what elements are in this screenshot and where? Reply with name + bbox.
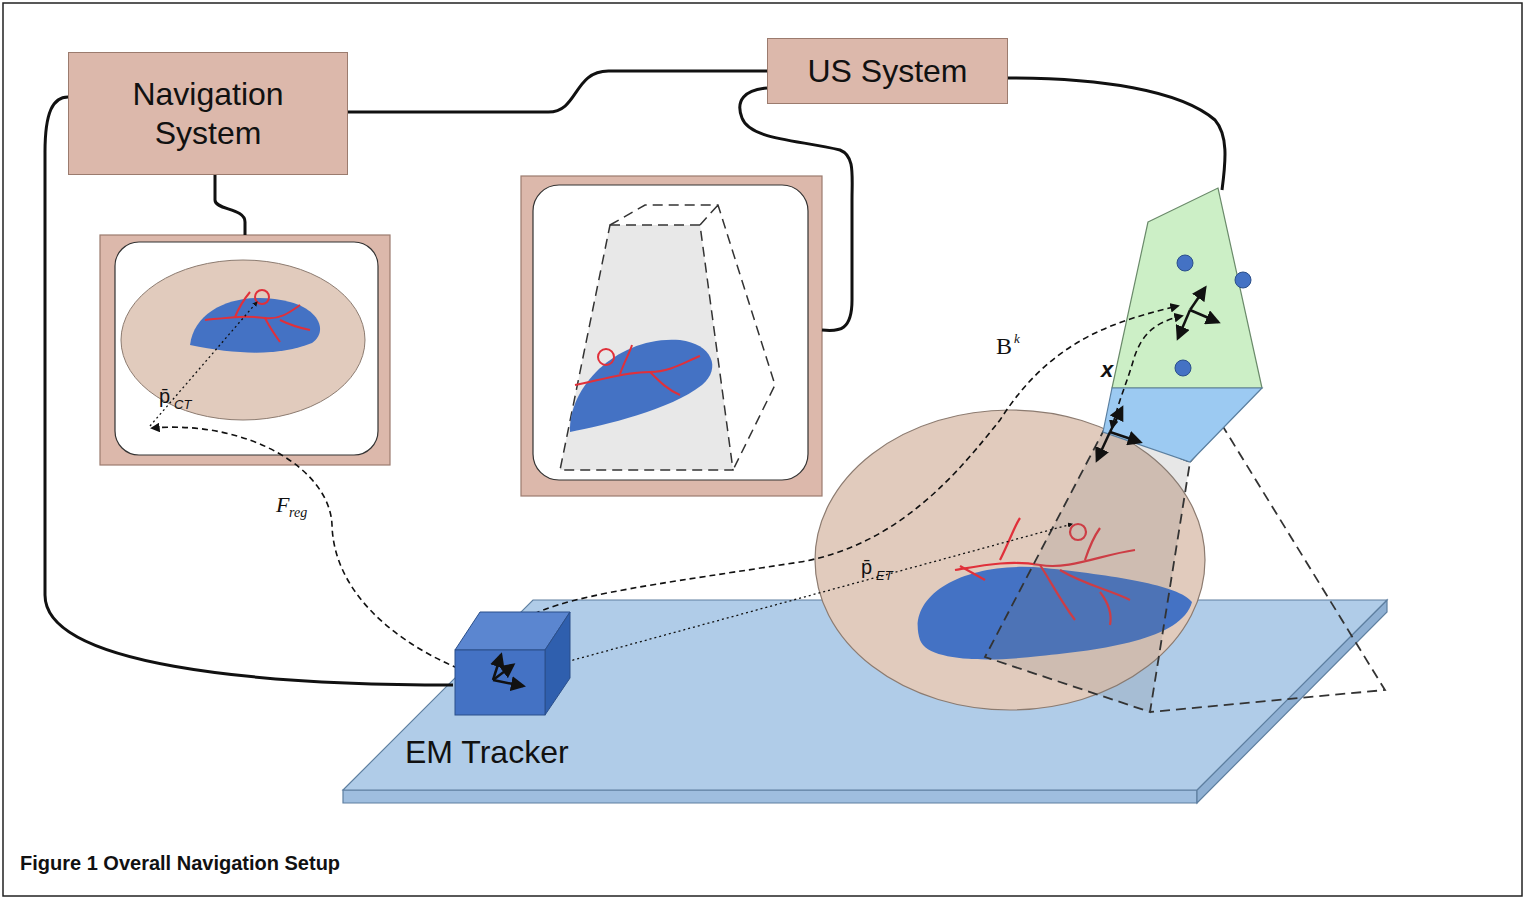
vector-symbol: p̄ xyxy=(159,385,170,408)
cables xyxy=(215,78,1225,331)
transform-symbol: x xyxy=(1101,357,1113,383)
tracker-cube xyxy=(453,610,573,718)
transform-curves xyxy=(152,306,1182,680)
vector-subscript: ET xyxy=(876,568,893,583)
cable xyxy=(348,71,767,112)
us-screen xyxy=(521,176,822,496)
transform-symbol: F xyxy=(276,492,289,518)
ultrasound-fan xyxy=(985,425,1385,712)
transform-symbol: B xyxy=(996,333,1012,360)
position-vectors xyxy=(150,302,1072,680)
us-probe xyxy=(1103,188,1262,462)
vector-subscript: CT xyxy=(174,397,191,412)
em-tracker: EM Tracker xyxy=(405,610,573,771)
box-label: US System xyxy=(807,52,967,90)
cable xyxy=(45,97,453,685)
outer-frame xyxy=(3,3,1522,896)
ct-screen xyxy=(100,235,390,465)
box-label: Navigation System xyxy=(108,75,308,152)
transform-superscript: k xyxy=(1014,331,1020,347)
system-box: Navigation System xyxy=(68,52,348,175)
vector-symbol: p̄ xyxy=(861,556,872,579)
device-label: EM Tracker xyxy=(405,734,573,771)
transform-subscript: reg xyxy=(289,505,307,521)
figure-caption: Figure 1 Overall Navigation Setup xyxy=(20,852,340,875)
system-box: US System xyxy=(767,38,1008,104)
